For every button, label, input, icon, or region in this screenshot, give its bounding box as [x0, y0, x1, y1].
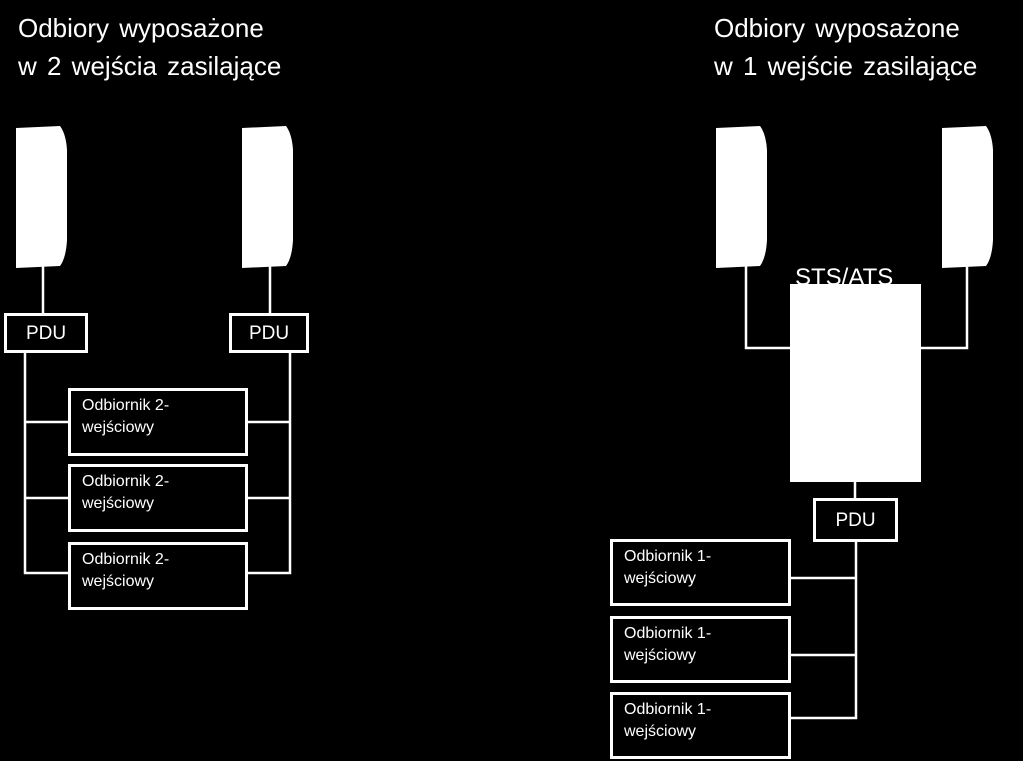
- power-source-unit: [716, 126, 767, 268]
- receiver-label-line2: wejściowy: [624, 570, 697, 587]
- receiver-label-line2: wejściowy: [82, 419, 155, 436]
- receiver-2-input: Odbiornik 2- wejściowy: [68, 542, 248, 610]
- receiver-label-line1: Odbiornik 1-: [624, 625, 712, 642]
- pdu-box-c: PDU: [813, 498, 898, 542]
- receiver-1-input: Odbiornik 1- wejściowy: [610, 692, 791, 759]
- receiver-label-line2: wejściowy: [624, 647, 697, 664]
- right-heading: Odbiory wyposażone w 1 wejście zasilając…: [714, 9, 977, 85]
- receiver-label-line1: Odbiornik 2-: [82, 397, 170, 414]
- receiver-label-line1: Odbiornik 2-: [82, 473, 170, 490]
- receiver-label-line1: Odbiornik 1-: [624, 548, 712, 565]
- receiver-label-line2: wejściowy: [624, 723, 697, 740]
- receiver-2-input: Odbiornik 2- wejściowy: [68, 464, 248, 532]
- wire-pdu-b-bus: [247, 352, 292, 575]
- receiver-label-line2: wejściowy: [82, 495, 155, 512]
- sts-ats-switch: [790, 284, 921, 482]
- receiver-label-line1: Odbiornik 2-: [82, 551, 170, 568]
- receiver-label-line2: wejściowy: [82, 573, 155, 590]
- left-heading-line2: w 2 wejścia zasilające: [18, 51, 282, 81]
- wire-source-d-to-switch: [921, 265, 969, 350]
- wire-source-c-to-switch: [744, 265, 790, 350]
- power-source-unit: [242, 126, 293, 268]
- right-heading-line1: Odbiory wyposażone: [714, 13, 960, 43]
- receiver-1-input: Odbiornik 1- wejściowy: [610, 539, 791, 606]
- receiver-label-line1: Odbiornik 1-: [624, 701, 712, 718]
- pdu-box-a: PDU: [4, 313, 88, 353]
- left-heading-line1: Odbiory wyposażone: [18, 13, 264, 43]
- receiver-1-input: Odbiornik 1- wejściowy: [610, 616, 791, 683]
- wire-pdu-a-bus: [23, 352, 70, 575]
- right-heading-line2: w 1 wejście zasilające: [714, 51, 978, 81]
- power-source-unit: [942, 126, 993, 268]
- pdu-box-b: PDU: [229, 313, 309, 353]
- left-heading: Odbiory wyposażone w 2 wejścia zasilając…: [18, 9, 281, 85]
- receiver-2-input: Odbiornik 2- wejściowy: [68, 388, 248, 456]
- wire-pdu-bus: [790, 540, 858, 720]
- power-source-unit: [16, 126, 67, 268]
